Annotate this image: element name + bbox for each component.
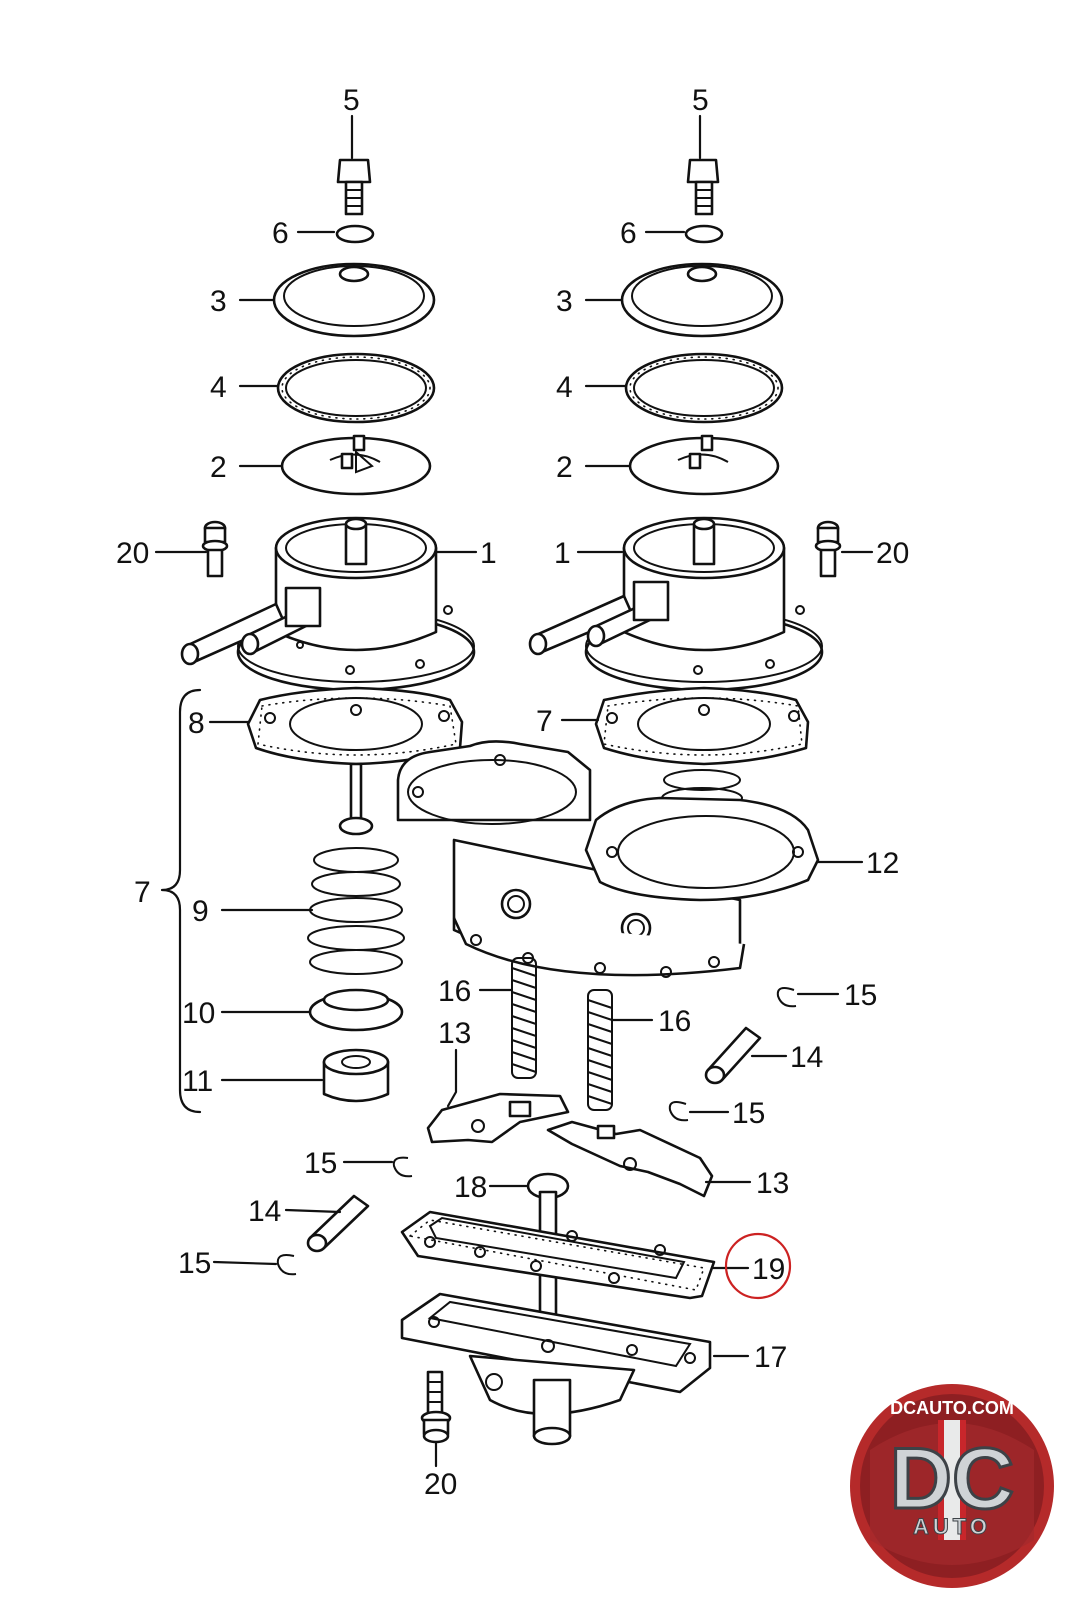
logo-url: DCAUTO.COM <box>890 1398 1014 1418</box>
screw-left <box>201 520 229 578</box>
label-1-right: 1 <box>554 537 571 570</box>
label-7-right: 7 <box>536 705 553 738</box>
label-9: 9 <box>192 895 209 928</box>
pin-left <box>306 1194 370 1253</box>
label-5-left: 5 <box>343 84 360 117</box>
label-2-right: 2 <box>556 451 573 484</box>
label-3-left: 3 <box>210 285 227 318</box>
label-6-right: 6 <box>620 217 637 250</box>
dcauto-logo: DCAUTO.COM DC AUTO <box>850 1384 1054 1588</box>
clip-15a <box>776 987 797 1008</box>
label-10: 10 <box>182 997 215 1030</box>
group-bracket <box>160 688 202 1114</box>
label-16-a: 16 <box>438 975 471 1008</box>
label-4-left: 4 <box>210 371 227 404</box>
washer-right <box>684 224 724 244</box>
spring-left <box>307 847 405 975</box>
screw-right <box>814 520 842 578</box>
label-20-right: 20 <box>876 537 909 570</box>
label-15-a: 15 <box>844 979 877 1012</box>
label-1-left: 1 <box>480 537 497 570</box>
label-20-bottom: 20 <box>424 1468 457 1501</box>
label-18: 18 <box>454 1171 487 1204</box>
label-15-b: 15 <box>732 1097 765 1130</box>
highlight-circle <box>724 1232 792 1300</box>
cover-right <box>620 262 784 338</box>
seat-left <box>322 1048 390 1103</box>
diaphragm-ring-right <box>624 352 784 424</box>
label-2-left: 2 <box>210 451 227 484</box>
bolt-left <box>336 158 372 216</box>
clip-15b <box>668 1101 689 1122</box>
label-15-c: 15 <box>304 1147 337 1180</box>
label-8: 8 <box>188 707 205 740</box>
label-13-a: 13 <box>438 1017 471 1050</box>
diaphragm-ring-left <box>276 352 436 424</box>
label-13-b: 13 <box>756 1167 789 1200</box>
bolt-right <box>686 158 720 216</box>
label-15-d: 15 <box>178 1247 211 1280</box>
label-11: 11 <box>182 1065 213 1098</box>
clip-15d <box>276 1254 297 1276</box>
spring-16-right <box>587 989 613 1111</box>
pin-right <box>704 1026 762 1085</box>
label-14-b: 14 <box>248 1195 281 1228</box>
callout-labels: 5 6 3 4 2 1 20 8 7 9 10 11 5 6 3 4 2 1 2… <box>116 84 909 1501</box>
pump-housing <box>396 740 820 978</box>
label-3-right: 3 <box>556 285 573 318</box>
screw-bottom <box>420 1370 452 1444</box>
cover-left <box>272 262 436 338</box>
pump-body-right <box>528 516 824 692</box>
washer-left <box>335 224 375 244</box>
valve-plate-left <box>280 434 432 496</box>
pump-body-left <box>180 516 476 692</box>
label-7-left: 7 <box>134 876 151 909</box>
leader-lines <box>154 114 874 1468</box>
valve-plate-right <box>628 434 780 496</box>
label-20-left: 20 <box>116 537 149 570</box>
spring-16-left <box>511 957 537 1079</box>
label-12: 12 <box>866 847 899 880</box>
clip-15c <box>392 1156 413 1178</box>
label-16-b: 16 <box>658 1005 691 1038</box>
label-4-right: 4 <box>556 371 573 404</box>
logo-sub: AUTO <box>913 1514 991 1539</box>
gasket-right <box>594 686 810 766</box>
rocker-arm-right <box>546 1120 714 1198</box>
rocker-arm-left <box>426 1092 570 1144</box>
label-5-right: 5 <box>692 84 709 117</box>
label-6-left: 6 <box>272 217 289 250</box>
base-plate <box>400 1292 712 1446</box>
pushrod-left <box>338 762 374 836</box>
logo-mark: DC <box>890 1431 1014 1527</box>
label-19: 19 <box>752 1253 785 1286</box>
label-14-a: 14 <box>790 1041 823 1074</box>
label-17: 17 <box>754 1341 787 1374</box>
spring-cup-left <box>308 988 404 1032</box>
gasket-19 <box>400 1210 716 1300</box>
